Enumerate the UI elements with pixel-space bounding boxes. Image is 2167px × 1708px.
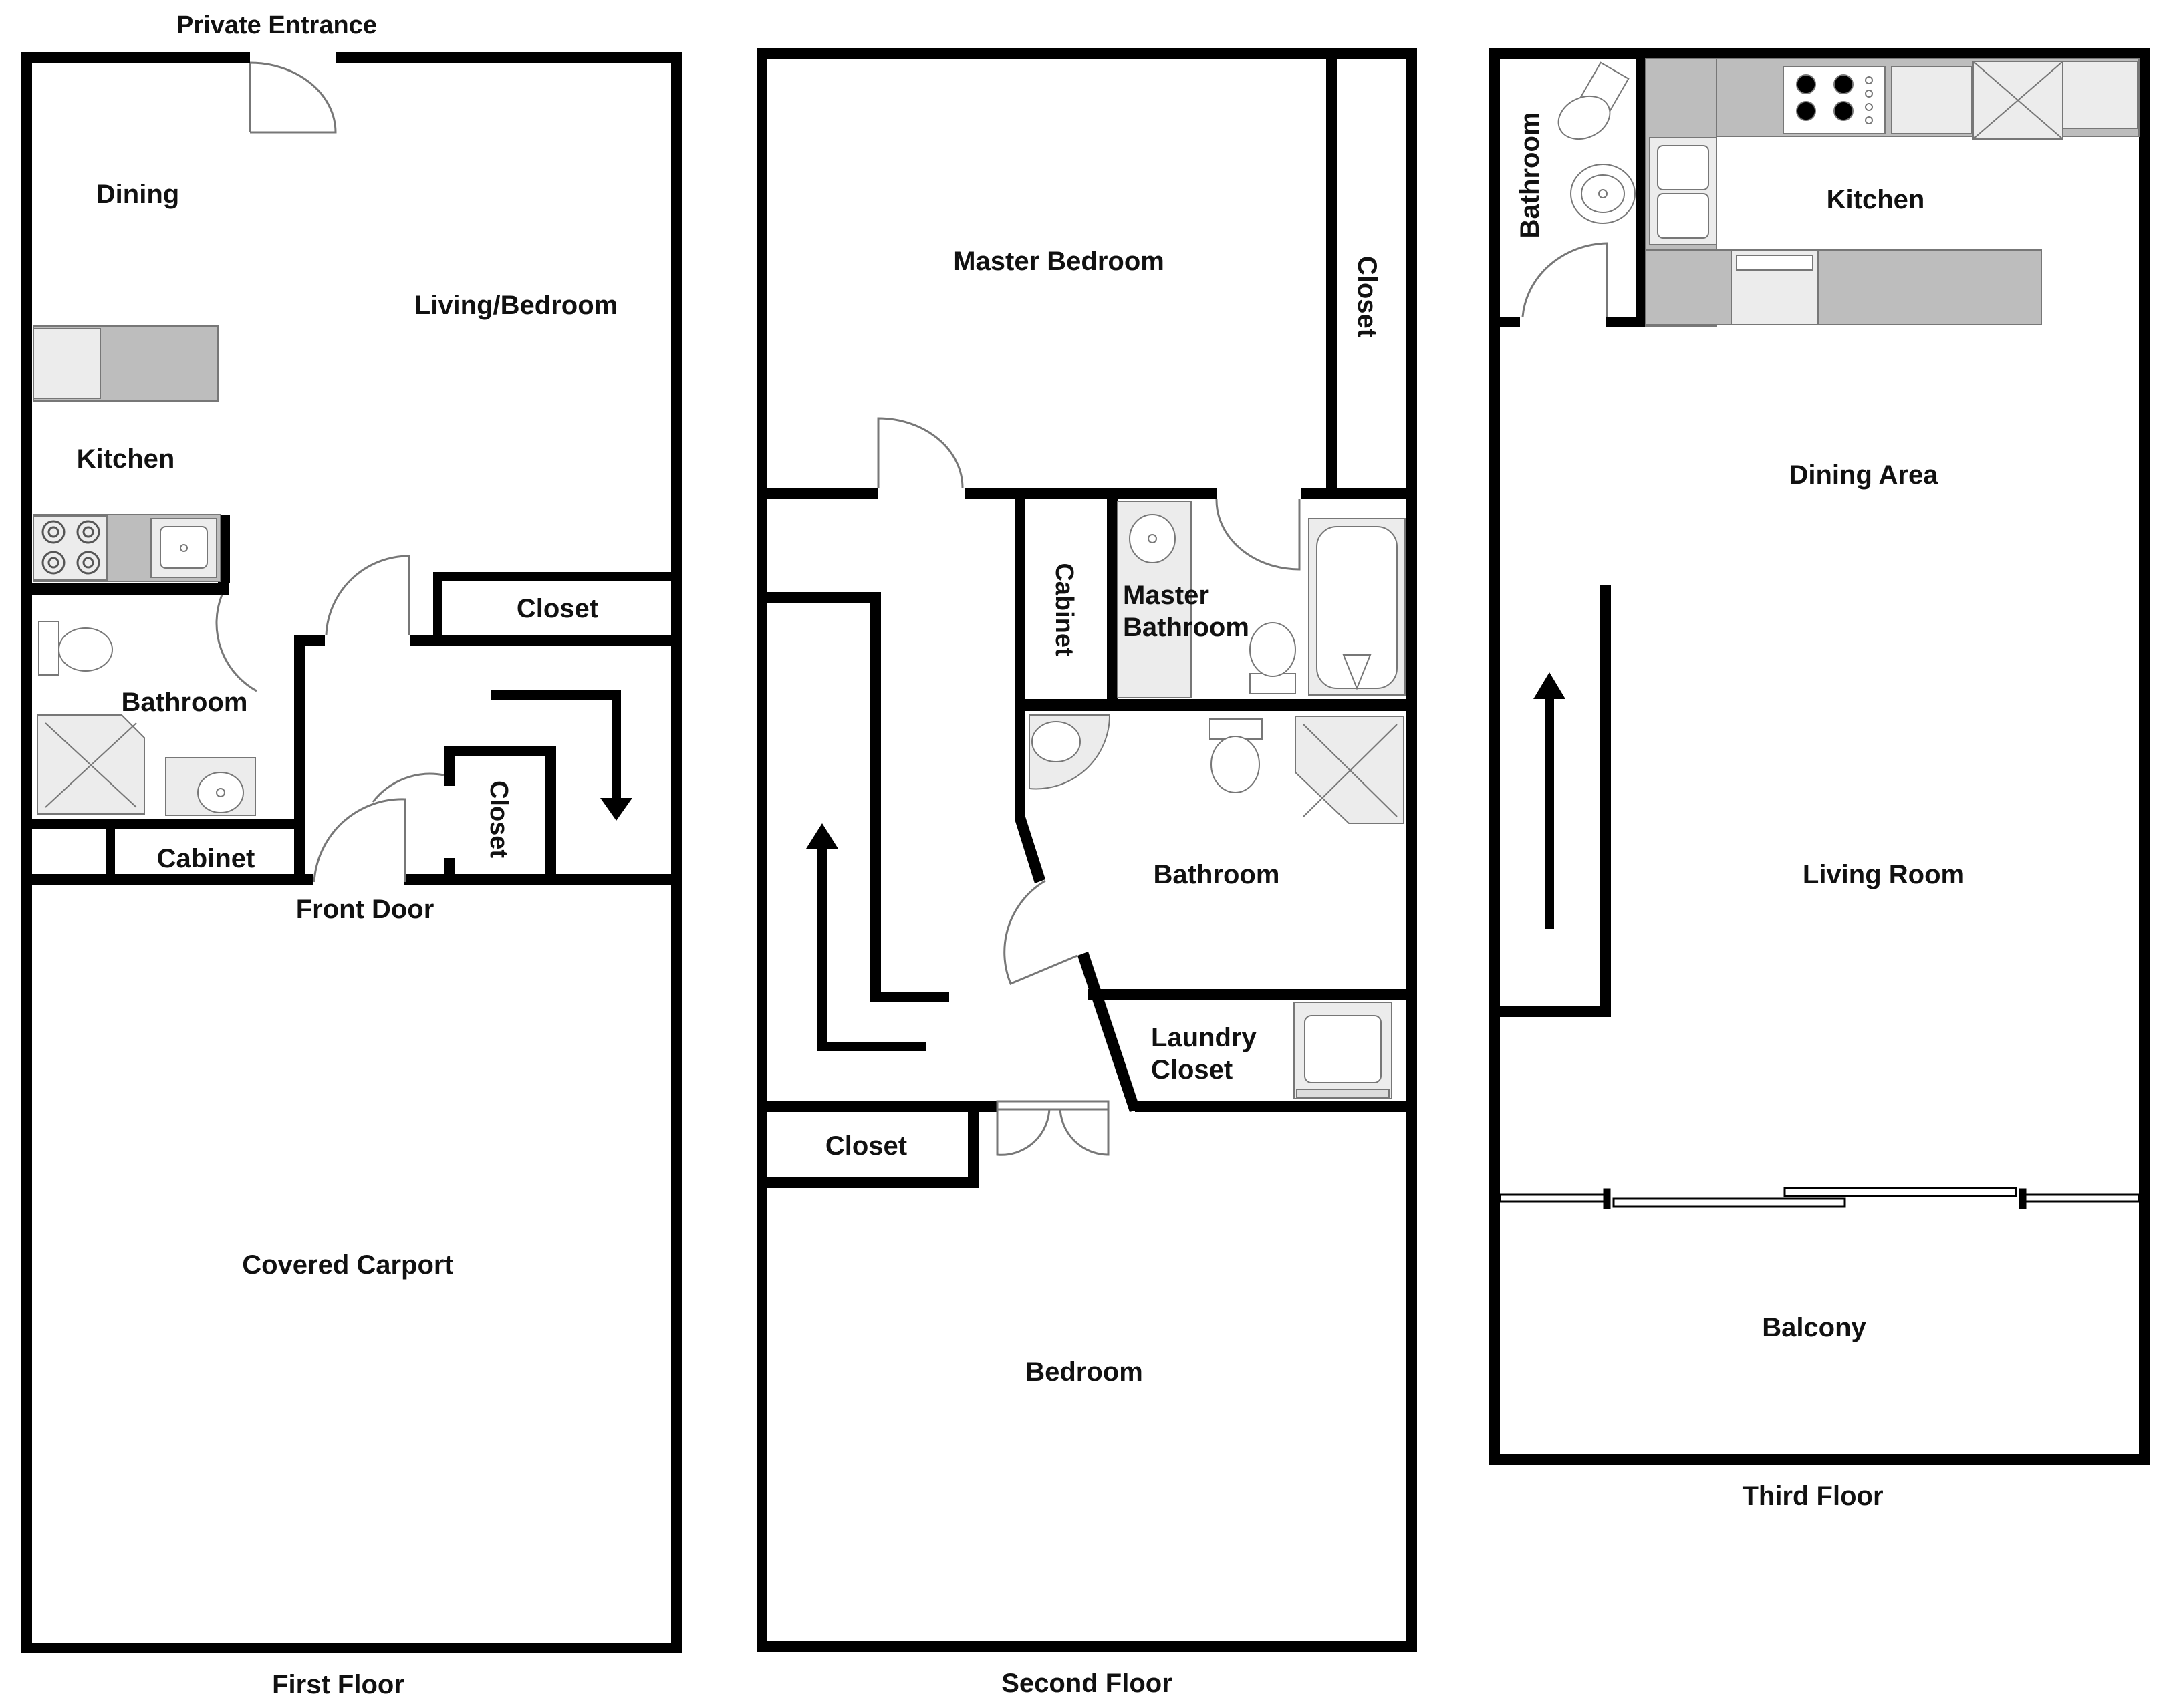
bathtub-icon bbox=[1308, 518, 1406, 696]
label-master-closet-vertical: Closet bbox=[1352, 256, 1382, 337]
third-floor-walls bbox=[1489, 48, 2150, 1465]
second-floor-labels: Master Bedroom Closet Cabinet Master Bat… bbox=[825, 247, 1382, 1387]
first-floor-doors bbox=[215, 61, 444, 883]
first-floor-bath-fixtures bbox=[37, 621, 256, 816]
toilet-icon bbox=[1209, 718, 1263, 793]
label-bedroom: Bedroom bbox=[1025, 1357, 1143, 1387]
kitchen-sink-icon bbox=[150, 518, 217, 578]
label-cabinet: Cabinet bbox=[157, 844, 255, 873]
third-floor-stair-arrow-icon bbox=[1533, 672, 1565, 929]
label-kitchen: Kitchen bbox=[1827, 185, 1925, 215]
toilet-icon bbox=[38, 621, 113, 676]
label-balcony: Balcony bbox=[1762, 1313, 1866, 1342]
label-cabinet-vertical: Cabinet bbox=[1050, 563, 1078, 656]
toilet-icon bbox=[1249, 622, 1296, 694]
sink-icon bbox=[165, 757, 256, 816]
label-bathroom: Bathroom bbox=[122, 688, 248, 717]
third-floor-fixtures bbox=[1557, 58, 2140, 327]
label-living-bedroom: Living/Bedroom bbox=[414, 291, 618, 320]
first-floor-labels: Private Entrance Dining Living/Bedroom K… bbox=[77, 11, 618, 1280]
stove-burner-icon bbox=[41, 520, 100, 575]
toilet-icon bbox=[1557, 61, 1630, 140]
label-closet: Closet bbox=[825, 1131, 907, 1161]
counter-right bbox=[2062, 61, 2138, 129]
third-floor-labels: Bathroom Kitchen Dining Area Living Room… bbox=[1515, 112, 1964, 1342]
label-private-entrance: Private Entrance bbox=[176, 11, 377, 39]
sink-icon bbox=[1570, 164, 1636, 224]
second-floor-stair-arrow-icon bbox=[806, 823, 926, 1051]
label-bathroom-vertical: Bathroom bbox=[1515, 112, 1545, 239]
second-floor-walls bbox=[757, 48, 1417, 1652]
label-front-door: Front Door bbox=[296, 895, 434, 924]
label-living-room: Living Room bbox=[1803, 860, 1964, 889]
shower-icon bbox=[37, 714, 145, 815]
washer-icon bbox=[1293, 1002, 1392, 1099]
label-bathroom: Bathroom bbox=[1154, 860, 1280, 889]
master-vanity-icon bbox=[1117, 501, 1192, 698]
floor-caption: Second Floor bbox=[1001, 1669, 1172, 1698]
label-master-bathroom-line2: Bathroom bbox=[1123, 613, 1249, 642]
third-floor: Bathroom Kitchen Dining Area Living Room… bbox=[1489, 48, 2150, 1511]
counter-cabinet bbox=[1891, 66, 1972, 134]
second-floor: Master Bedroom Closet Cabinet Master Bat… bbox=[757, 48, 1417, 1698]
first-floor: Private Entrance Dining Living/Bedroom K… bbox=[21, 11, 682, 1699]
floor-caption: First Floor bbox=[272, 1670, 404, 1699]
label-dining: Dining bbox=[96, 180, 179, 209]
label-master-bathroom-line1: Master bbox=[1123, 581, 1209, 610]
label-dining-area: Dining Area bbox=[1789, 460, 1939, 490]
shower-icon bbox=[1295, 716, 1404, 824]
label-master-bedroom: Master Bedroom bbox=[953, 247, 1164, 276]
sliding-door-icon bbox=[1499, 1187, 2140, 1209]
label-laundry-line1: Laundry bbox=[1151, 1023, 1257, 1052]
first-floor-stair-arrow-icon bbox=[491, 690, 632, 821]
second-floor-fixtures bbox=[1029, 501, 1406, 1099]
dishwasher-icon bbox=[1731, 249, 1819, 325]
third-floor-doors bbox=[1521, 242, 1608, 317]
corner-sink-icon bbox=[1029, 714, 1111, 790]
label-closet-vertical: Closet bbox=[485, 780, 513, 858]
label-kitchen: Kitchen bbox=[77, 444, 175, 474]
second-floor-doors bbox=[877, 417, 1301, 1156]
kitchen-sink-icon bbox=[1649, 137, 1717, 245]
stove-icon bbox=[1783, 66, 1886, 134]
label-laundry-line2: Closet bbox=[1151, 1055, 1233, 1085]
fridge bbox=[33, 328, 101, 399]
label-closet: Closet bbox=[517, 594, 598, 623]
first-floor-kitchen-counters bbox=[33, 325, 221, 582]
fridge-icon bbox=[1972, 61, 2063, 140]
floor-caption: Third Floor bbox=[1742, 1481, 1883, 1511]
label-covered-carport: Covered Carport bbox=[242, 1250, 453, 1280]
